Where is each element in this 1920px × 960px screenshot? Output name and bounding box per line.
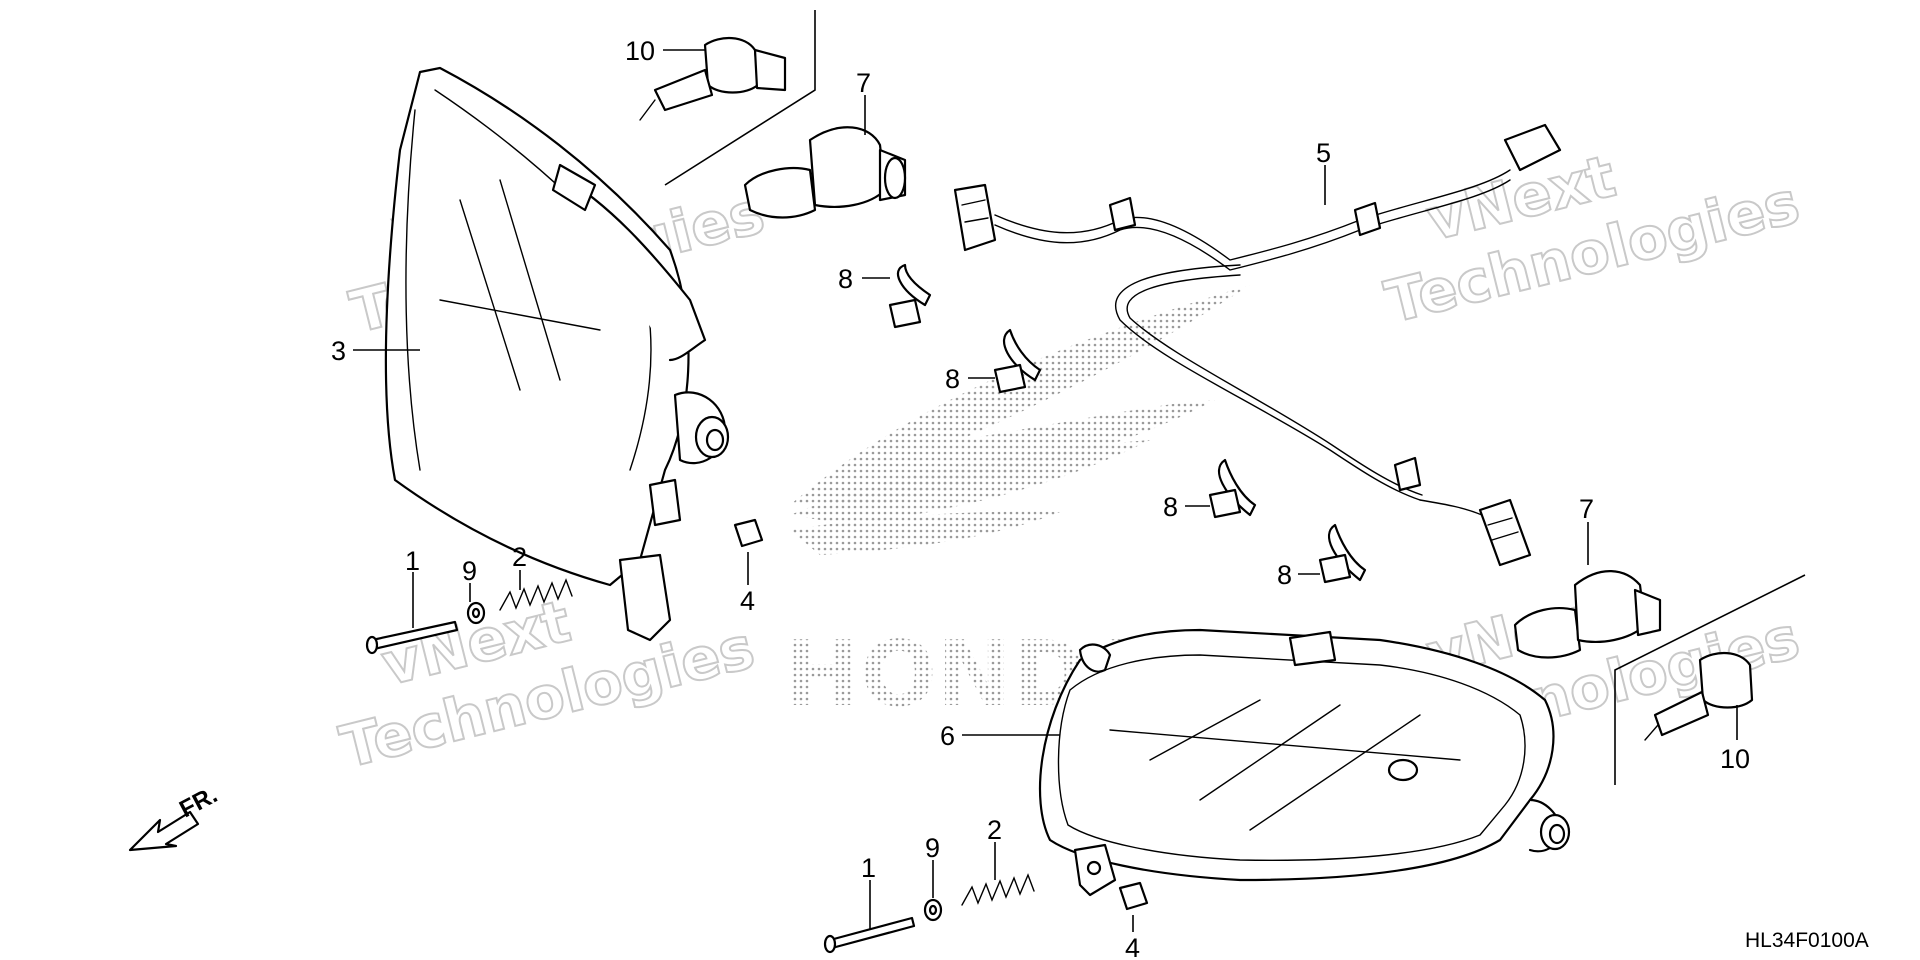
bulb-top bbox=[743, 126, 907, 219]
socket-right bbox=[1644, 652, 1754, 741]
callout-4-bottom: 4 bbox=[1125, 933, 1140, 960]
callout-9-left: 9 bbox=[462, 556, 477, 586]
fastener-set-left bbox=[365, 578, 573, 655]
callout-7-top: 7 bbox=[856, 68, 871, 98]
callout-1-left: 1 bbox=[405, 546, 420, 576]
fastener-set-bottom bbox=[823, 873, 1035, 954]
callout-labels: 10 7 5 3 8 8 8 8 7 4 1 9 2 6 10 1 9 2 4 bbox=[331, 36, 1750, 960]
callout-8-d: 8 bbox=[1277, 560, 1292, 590]
callout-7-right: 7 bbox=[1579, 494, 1594, 524]
wire-harness bbox=[953, 123, 1562, 567]
socket-top bbox=[639, 37, 787, 121]
callout-5: 5 bbox=[1316, 138, 1331, 168]
callout-6: 6 bbox=[940, 721, 955, 751]
callout-8-a: 8 bbox=[838, 264, 853, 294]
clip-c bbox=[1208, 458, 1257, 519]
headlight-right bbox=[1038, 628, 1571, 897]
separator-lines bbox=[664, 10, 1806, 785]
callout-10-top: 10 bbox=[625, 36, 655, 66]
nut-bottom bbox=[1118, 881, 1149, 911]
clip-b bbox=[993, 328, 1042, 394]
callout-8-c: 8 bbox=[1163, 492, 1178, 522]
callout-2-left: 2 bbox=[512, 542, 527, 572]
drawing-code: HL34F0100A bbox=[1745, 929, 1869, 952]
front-direction-indicator: FR. bbox=[128, 781, 222, 852]
bulb-right bbox=[1513, 570, 1662, 659]
clip-d bbox=[1318, 523, 1367, 584]
callout-2-bottom: 2 bbox=[987, 815, 1002, 845]
clip-a bbox=[888, 263, 932, 329]
callout-10-right: 10 bbox=[1720, 744, 1750, 774]
callout-leaders bbox=[353, 49, 1738, 932]
callout-9-bottom: 9 bbox=[925, 833, 940, 863]
nut-left bbox=[733, 518, 764, 548]
callout-1-bottom: 1 bbox=[861, 853, 876, 883]
callout-3: 3 bbox=[331, 336, 346, 366]
callout-4-left: 4 bbox=[740, 586, 755, 616]
headlight-left bbox=[384, 66, 730, 642]
callout-8-b: 8 bbox=[945, 364, 960, 394]
